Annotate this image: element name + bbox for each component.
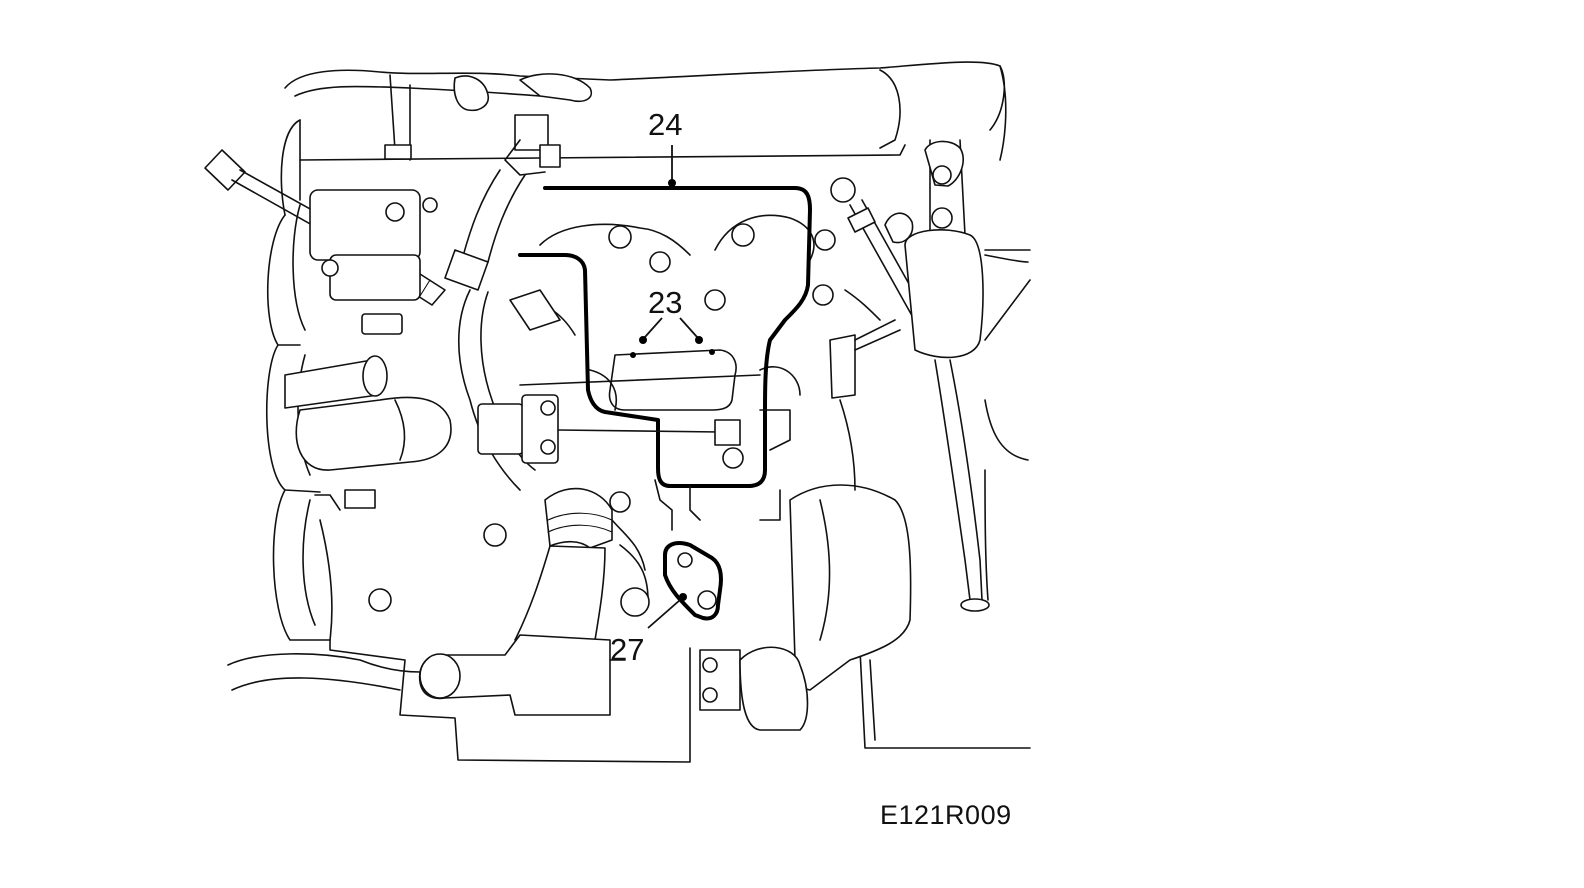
left-hoses <box>284 355 507 641</box>
right-housing <box>699 409 912 731</box>
callout-27-label: 27 <box>610 632 644 667</box>
center-hoses <box>444 73 592 491</box>
engine-block-outline <box>227 61 1031 763</box>
lower-canister <box>418 634 626 716</box>
callout-23-dot-right <box>695 336 703 344</box>
callout-27: 27 <box>610 593 687 667</box>
heat-shield-outline <box>518 186 812 488</box>
figure-code: E121R009 <box>880 800 1012 830</box>
bracket-outline <box>663 541 723 621</box>
callout-24: 24 <box>648 107 682 187</box>
left-components <box>309 74 490 335</box>
exhaust-manifold <box>509 214 836 411</box>
callout-24-label: 24 <box>648 107 682 142</box>
callout-24-dot <box>668 179 676 187</box>
callout-23-dot-left <box>639 336 647 344</box>
callout-23-label: 23 <box>648 285 682 320</box>
callout-23: 23 <box>639 285 703 344</box>
right-tubes <box>829 139 990 612</box>
callout-27-dot <box>679 593 687 601</box>
